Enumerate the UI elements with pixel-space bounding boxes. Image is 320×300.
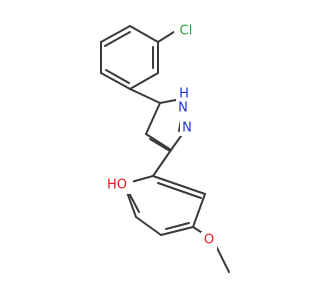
svg-text:Cl: Cl bbox=[180, 24, 193, 39]
svg-text:HO: HO bbox=[107, 178, 127, 193]
ring-nitrogen-label: N bbox=[180, 118, 194, 136]
chlorophenyl-ring bbox=[100, 25, 159, 90]
nh-label: H N bbox=[176, 80, 192, 118]
chemical-structure-diagram: Cl H N N HO O bbox=[100, 22, 230, 273]
svg-text:H: H bbox=[179, 87, 189, 102]
svg-text:N: N bbox=[178, 101, 188, 116]
chlorine-label: Cl bbox=[174, 22, 198, 40]
svg-text:N: N bbox=[182, 121, 192, 136]
svg-text:O: O bbox=[204, 233, 214, 248]
chlorine-bond bbox=[157, 29, 178, 43]
methoxy-oxygen-label: O bbox=[201, 232, 217, 250]
pyrazole-to-phenol-bond bbox=[152, 149, 172, 177]
hydroxyl-label: HO bbox=[105, 176, 133, 194]
